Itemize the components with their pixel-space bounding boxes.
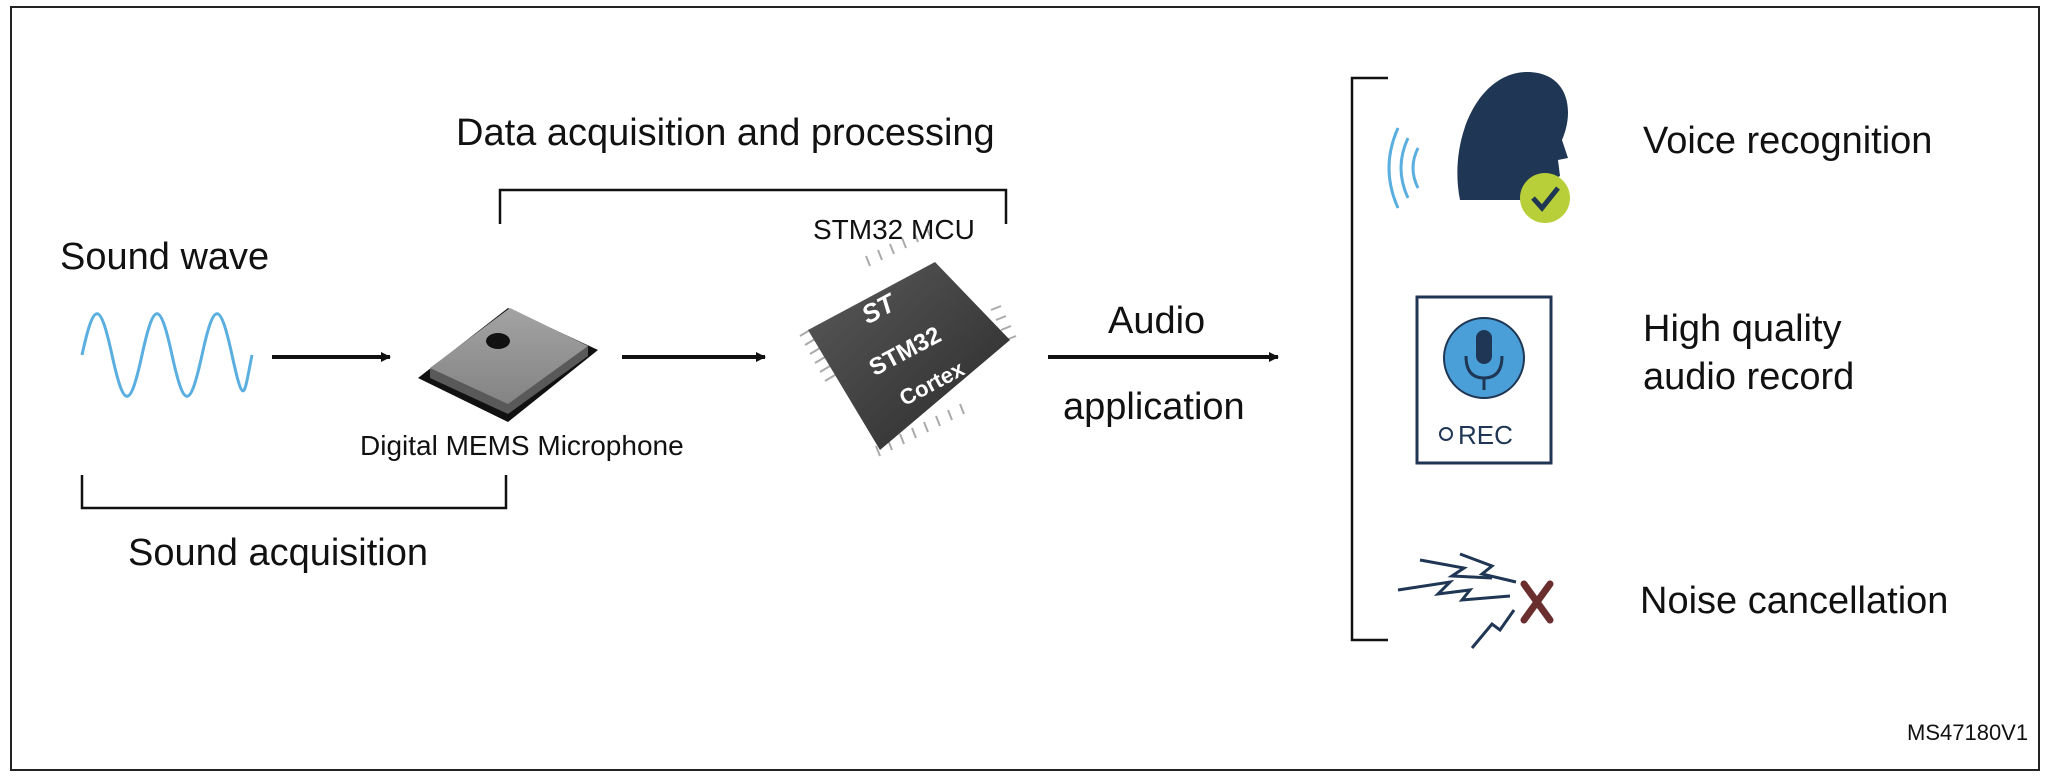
high-quality-label: High quality: [1643, 308, 1842, 350]
figure-frame: [10, 6, 2040, 771]
audio-record-icon: [1415, 295, 1553, 465]
voice-recognition-label: Voice recognition: [1643, 120, 1933, 162]
voice-recognition-icon: [1387, 71, 1570, 223]
mems-microphone-label: Digital MEMS Microphone: [360, 430, 684, 461]
noise-cancellation-icon: [1397, 552, 1554, 649]
mcu-label: STM32 MCU: [813, 214, 975, 245]
mems-microphone-icon: [418, 308, 598, 422]
noise-cancellation-label: Noise cancellation: [1640, 580, 1949, 622]
application-label: application: [1063, 386, 1245, 428]
audio-record-label: audio record: [1643, 356, 1855, 398]
rec-label: REC: [1458, 420, 1513, 450]
sound-wave-label: Sound wave: [60, 236, 270, 278]
audio-label: Audio: [1108, 300, 1206, 342]
figure-id: MS47180V1: [1907, 720, 2029, 745]
stm32-chip-icon: [799, 225, 1017, 457]
sound-wave-icon: [80, 312, 254, 398]
sound-acquisition-label: Sound acquisition: [128, 532, 428, 574]
sound-acquisition-bracket: [80, 475, 508, 510]
data-acquisition-label: Data acquisition and processing: [456, 112, 995, 154]
applications-bracket: [1350, 76, 1388, 642]
data-acquisition-bracket: [498, 188, 1008, 224]
